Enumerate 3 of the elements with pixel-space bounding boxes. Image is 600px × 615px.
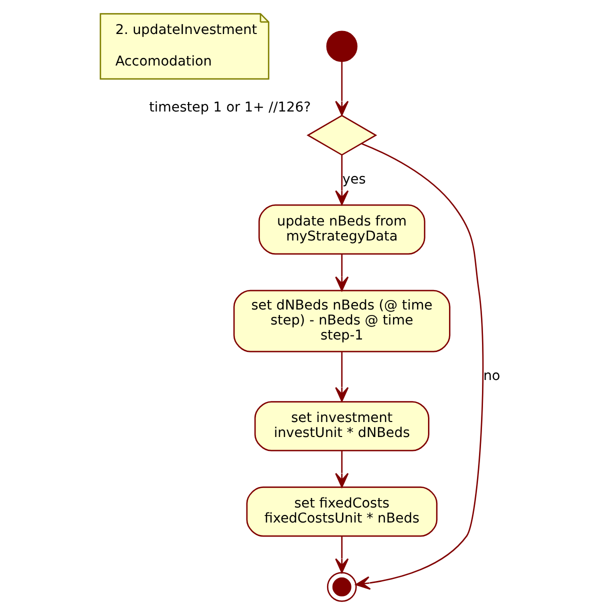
node-label: timestep 1 or 1+ //126? xyxy=(148,99,310,116)
edge-label: yes xyxy=(342,171,366,188)
edge-label: no xyxy=(482,368,500,384)
